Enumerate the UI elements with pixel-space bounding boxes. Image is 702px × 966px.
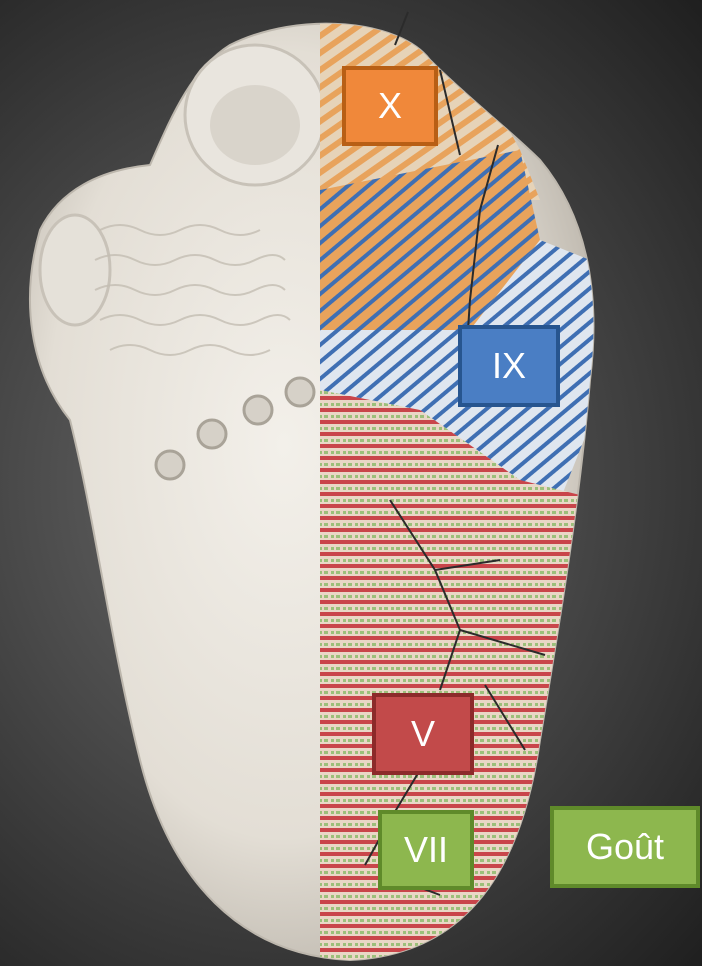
nerve-label-ix: IX — [458, 325, 560, 407]
nerve-label-v: V — [372, 693, 474, 775]
nerve-label-vii: VII — [378, 810, 474, 890]
left-tonsil-bump — [40, 215, 110, 325]
nerve-label-x: X — [342, 66, 438, 146]
legend-label-gout: Goût — [550, 806, 700, 888]
